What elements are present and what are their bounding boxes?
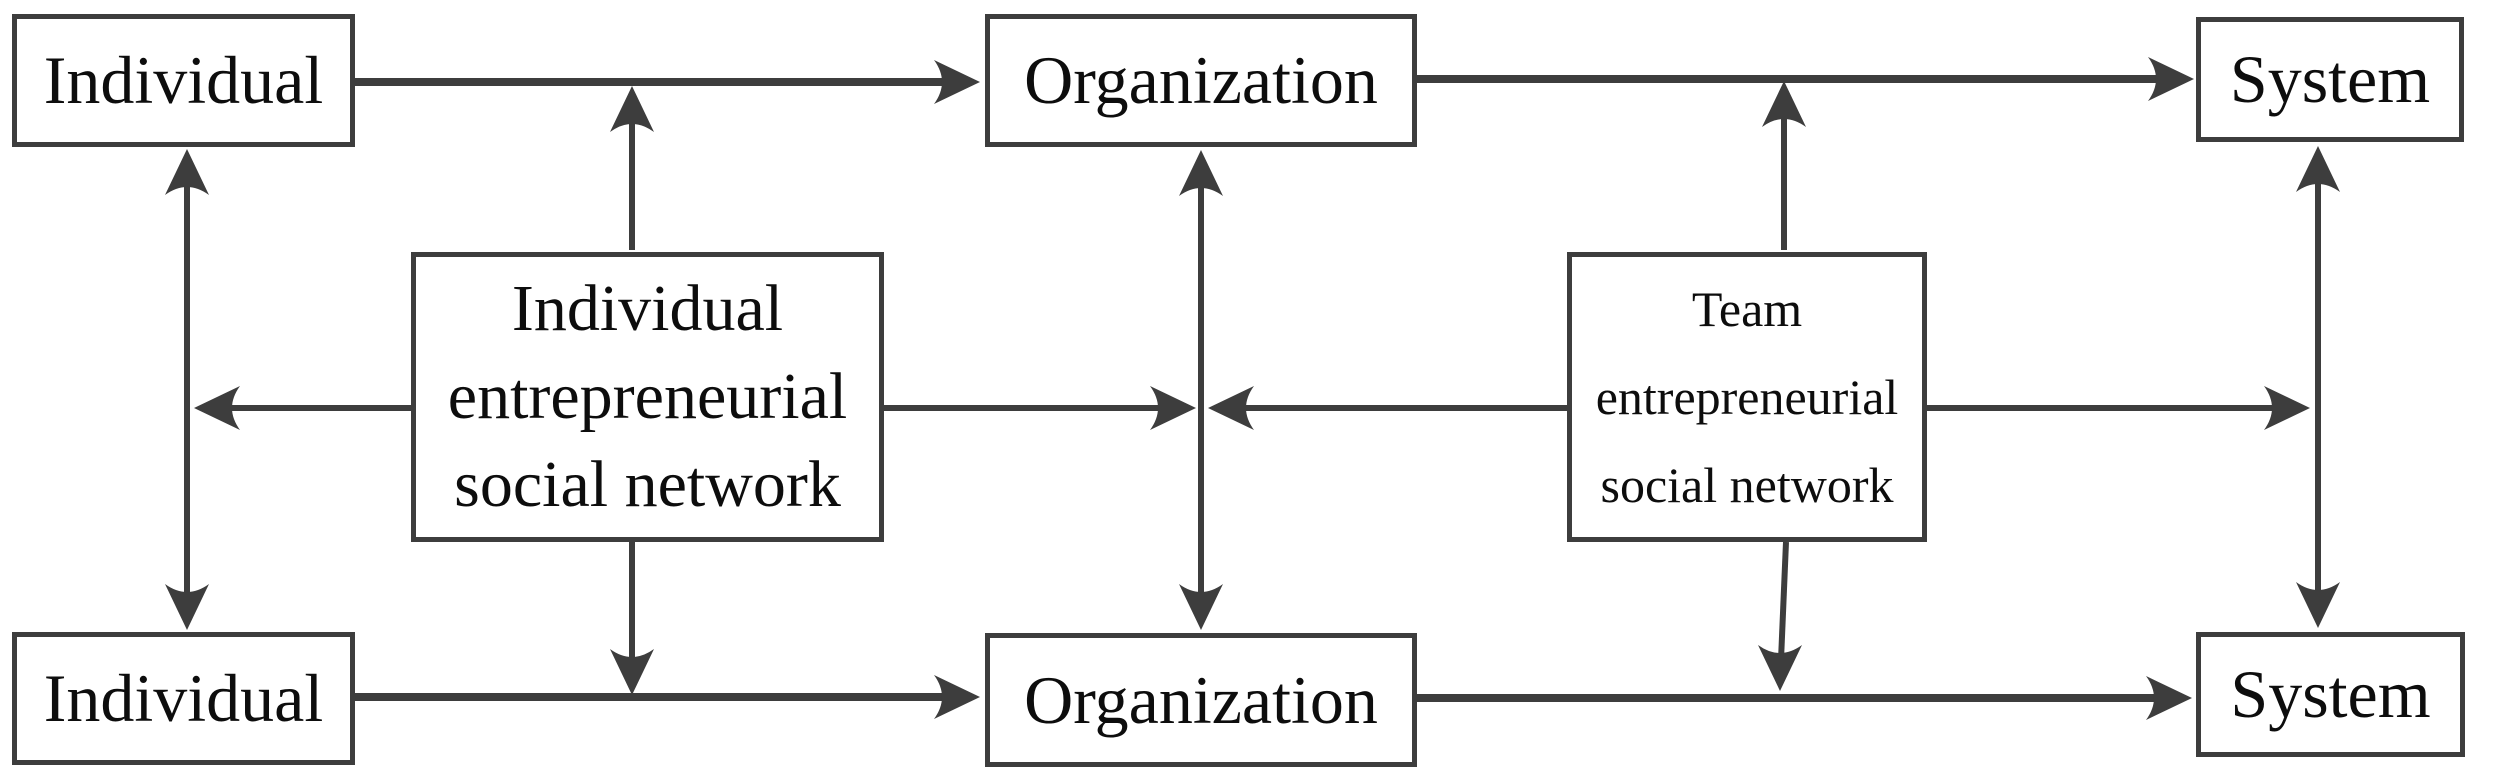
arrow-shaft (1778, 541, 1789, 661)
node-individual-entrepreneurial-social-network: Individual entrepreneurial social networ… (411, 252, 884, 542)
arrowhead-right-icon (2264, 386, 2310, 430)
arrowhead-left-icon (194, 386, 240, 430)
arrowhead-up-icon (1179, 150, 1223, 196)
arrowhead-down-icon (1758, 645, 1802, 691)
arrowhead-up-icon (165, 149, 209, 195)
arrowhead-down-icon (610, 649, 654, 695)
node-label: Organization (1024, 661, 1378, 738)
node-label-line: entrepreneurial (447, 360, 848, 433)
arrow-individual-top-to-organization-top (355, 60, 980, 104)
arrowhead-right-icon (934, 60, 980, 104)
node-organization-bottom: Organization (985, 633, 1417, 767)
arrowhead-up-icon (1762, 81, 1806, 127)
arrowhead-down-icon (165, 584, 209, 630)
node-system-top: System (2196, 17, 2464, 142)
arrow-organization-bottom-to-system-bottom (1417, 676, 2192, 720)
node-label-line: Team (1691, 281, 1803, 337)
arrow-team-esn-down (1758, 541, 1802, 691)
node-label-line: entrepreneurial (1595, 369, 1899, 425)
arrowhead-up-icon (2296, 146, 2340, 192)
arrowhead-up-icon (610, 86, 654, 132)
node-label-line: social network (1600, 457, 1894, 513)
arrow-individual-esn-up (610, 86, 654, 250)
node-individual-bottom: Individual (12, 632, 355, 765)
node-label: System (2229, 41, 2431, 118)
arrow-individual-bottom-to-organization-bottom (355, 675, 980, 719)
arrowhead-right-icon (2148, 57, 2194, 101)
node-label: Individual (43, 42, 324, 119)
node-team-entrepreneurial-social-network: Team entrepreneurial social network (1567, 252, 1927, 542)
node-label: System (2230, 656, 2431, 733)
arrow-individual-esn-left (194, 386, 411, 430)
arrow-organization-top-to-system-top (1417, 57, 2194, 101)
double-arrow-system (2296, 146, 2340, 628)
arrow-individual-esn-down (610, 542, 654, 695)
arrowhead-right-icon (1150, 386, 1196, 430)
node-label-line: social network (454, 448, 841, 521)
node-organization-top: Organization (985, 14, 1417, 147)
arrowhead-down-icon (1179, 584, 1223, 630)
node-label: Organization (1024, 42, 1378, 119)
arrow-individual-esn-right (884, 386, 1196, 430)
arrowhead-right-icon (934, 675, 980, 719)
node-label: Individual (43, 660, 324, 737)
arrow-team-esn-left (1208, 386, 1567, 430)
arrow-team-esn-right (1927, 386, 2310, 430)
node-individual-top: Individual (12, 14, 355, 147)
arrowhead-right-icon (2146, 676, 2192, 720)
node-system-bottom: System (2196, 632, 2465, 757)
node-label-line: Individual (511, 272, 784, 345)
arrowhead-left-icon (1208, 386, 1254, 430)
arrow-team-esn-up (1762, 81, 1806, 250)
double-arrow-individual (165, 149, 209, 630)
arrowhead-down-icon (2296, 582, 2340, 628)
double-arrow-organization (1179, 150, 1223, 630)
